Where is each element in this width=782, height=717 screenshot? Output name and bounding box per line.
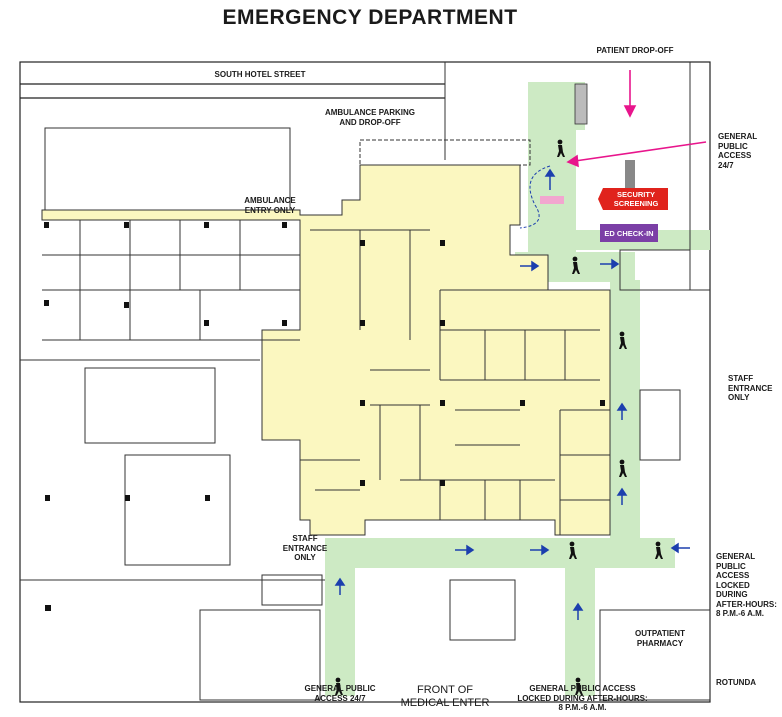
walking-person-icon [335,139,663,695]
staff-entrance-right-label: STAFF ENTRANCE ONLY [728,374,773,402]
public-access-paths [325,82,710,696]
patient-dropoff-label: PATIENT DROP-OFF [596,46,674,55]
hatched-area [574,83,588,125]
general-public-247-bottom-label: GENERAL PUBLIC ACCESS 24/7 [304,684,376,703]
security-tag-shape [598,188,668,210]
building-outline [19,61,711,703]
adjacent-building [20,62,711,701]
checkin-tag-shape [600,224,658,242]
column-structure [625,160,635,190]
security-screening-tag: SECURITY SCREENING [613,190,659,208]
general-public-locked-right-label: GENERAL PUBLIC ACCESS LOCKED DURING AFTE… [716,552,777,618]
screening-device [540,196,564,204]
interior-walls [42,220,610,535]
ambulance-bay [359,139,531,166]
general-public-locked-bottom-label: GENERAL PUBLIC ACCESS LOCKED DURING AFTE… [517,684,648,712]
ambulance-parking-label: AMBULANCE PARKING AND DROP-OFF [324,108,416,127]
page-title: EMERGENCY DEPARTMENT [222,6,518,29]
street-label: SOUTH HOTEL STREET [214,70,306,79]
columns [44,222,605,611]
general-public-247-right-label: GENERAL PUBLIC ACCESS 24/7 [718,132,758,170]
outpatient-pharmacy-label: OUTPATIENT PHARMACY [635,629,685,648]
ed-area [41,164,611,536]
ambulance-entry-label: AMBULANCE ENTRY ONLY [244,196,296,215]
front-medical-label: FRONT OF MEDICAL ENTER [400,684,490,709]
dashed-route [519,165,551,229]
pointer-arrow-icon [566,70,707,168]
direction-arrow-icon [334,168,690,620]
ed-checkin-tag: ED CHECK-IN [604,228,654,238]
staff-entrance-left-label: STAFF ENTRANCE ONLY [282,534,328,562]
rotunda-label: ROTUNDA [716,678,756,687]
